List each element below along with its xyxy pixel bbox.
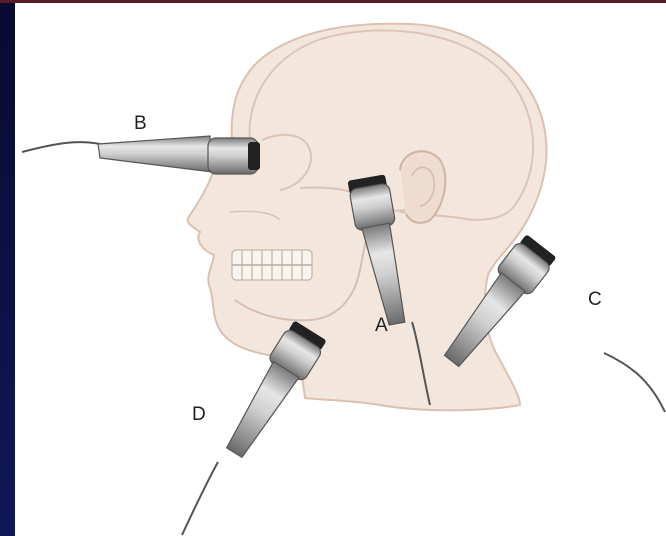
label-c: C [588, 289, 602, 310]
label-a: A [375, 315, 388, 336]
label-b: B [134, 113, 147, 134]
slide-left-bar [0, 0, 15, 536]
head-probe-diagram: B A C D [15, 3, 666, 536]
label-d: D [192, 404, 206, 425]
teeth [232, 250, 312, 280]
probe-b [22, 136, 260, 174]
figure-panel: B A C D [15, 3, 666, 536]
